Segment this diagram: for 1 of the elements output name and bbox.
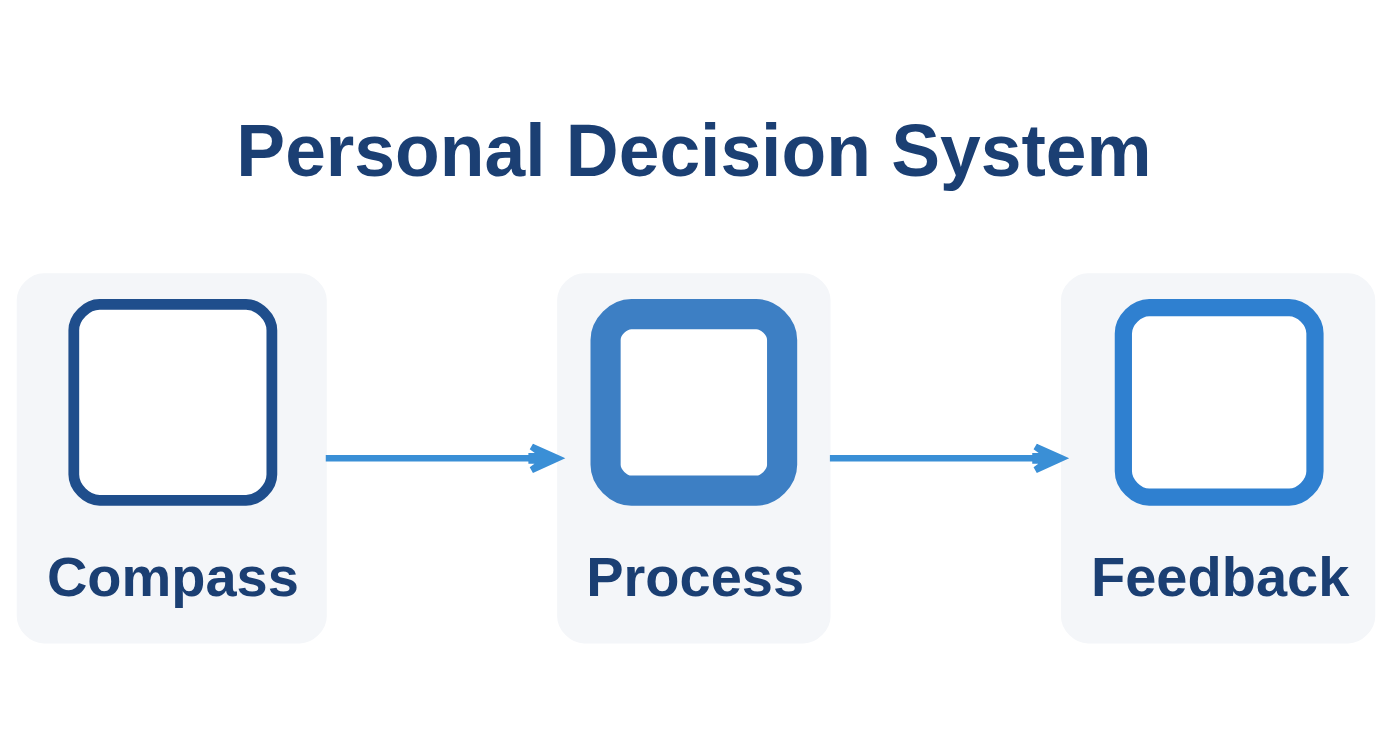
diagram-title: Personal Decision System <box>236 109 1152 192</box>
